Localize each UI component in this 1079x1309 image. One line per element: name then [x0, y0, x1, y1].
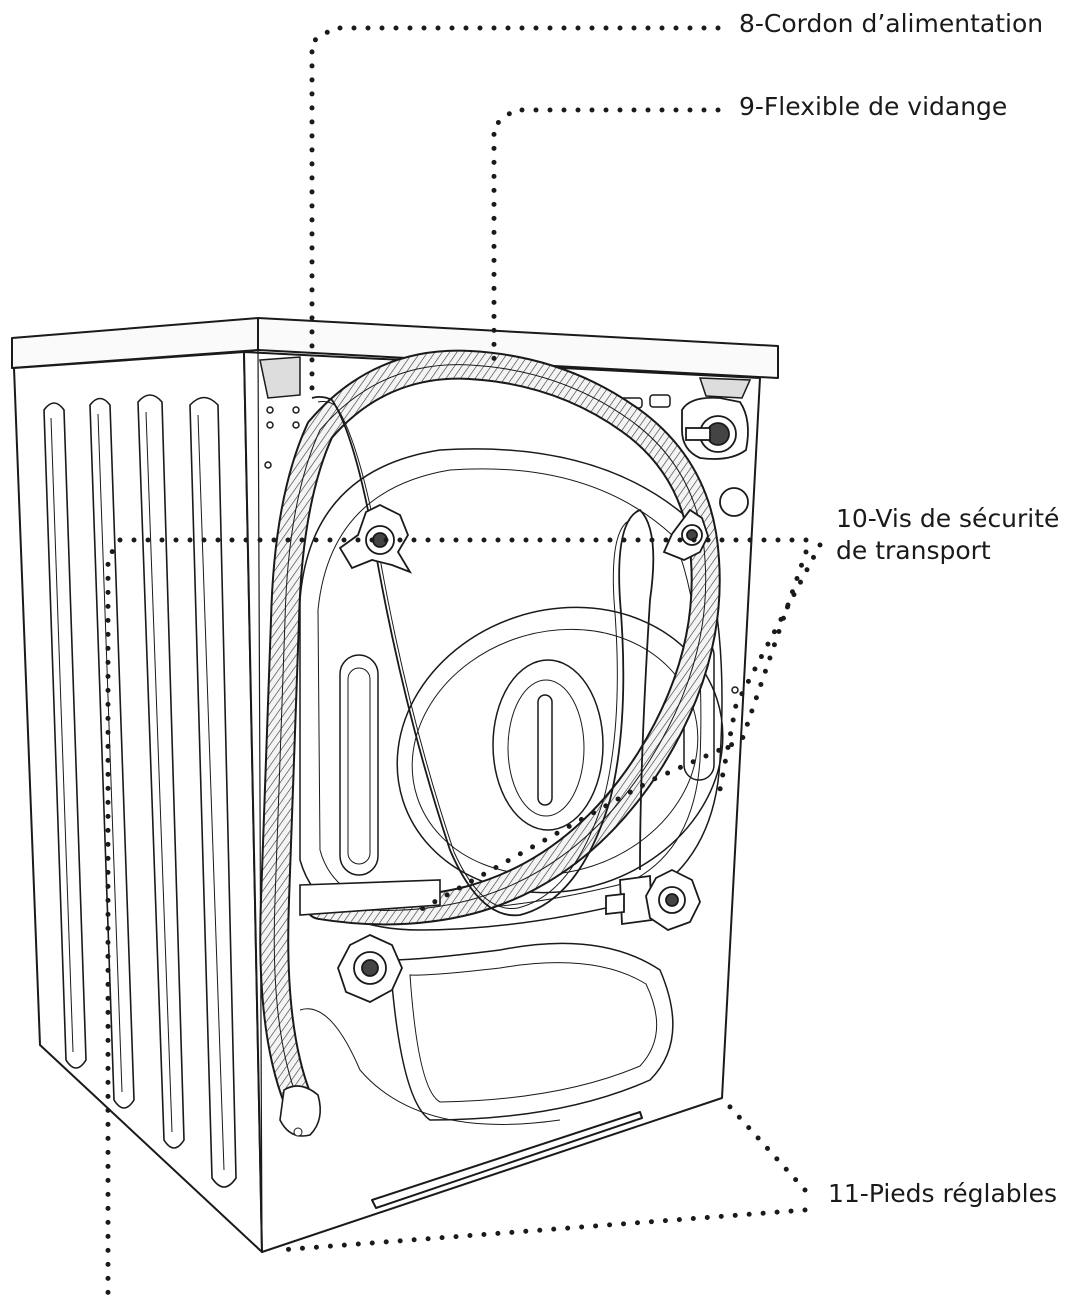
- back-embossing: [259, 356, 752, 1125]
- label-transport-bolts-line2: de transport: [836, 536, 991, 565]
- transport-bolt-bottom-left: [337, 934, 403, 1003]
- label-adjustable-feet: 11-Pieds réglables: [828, 1179, 1057, 1208]
- transport-bolt-bottom-right: [645, 868, 701, 932]
- leader-line-feet-right: [719, 1095, 808, 1193]
- drain-hose: [259, 349, 721, 1137]
- leader-line-bolt-right: [715, 542, 823, 803]
- water-inlet-valve: [681, 396, 749, 517]
- label-power-cord: 8-Cordon d’alimentation: [739, 9, 1044, 38]
- transport-bolts: [337, 503, 709, 1003]
- machine-body: [11, 317, 779, 1253]
- side-panel: [13, 351, 263, 1253]
- back-panel: [243, 351, 761, 1253]
- transport-bolt-top-left: [338, 503, 413, 574]
- label-drain-hose: 9-Flexible de vidange: [739, 92, 1008, 121]
- leader-line-drain-hose: [491, 107, 721, 371]
- leader-line-bolt-top: [105, 537, 809, 1305]
- leader-lines: [105, 25, 823, 1305]
- leader-line-power-cord: [309, 25, 721, 401]
- label-transport-bolts-line1: 10-Vis de sécurité: [836, 504, 1060, 533]
- label-transport-bolts: 10-Vis de sécurité de transport: [836, 503, 1059, 567]
- side-ribs: [43, 394, 237, 1188]
- leader-line-bolt-bottom-left: [417, 549, 809, 913]
